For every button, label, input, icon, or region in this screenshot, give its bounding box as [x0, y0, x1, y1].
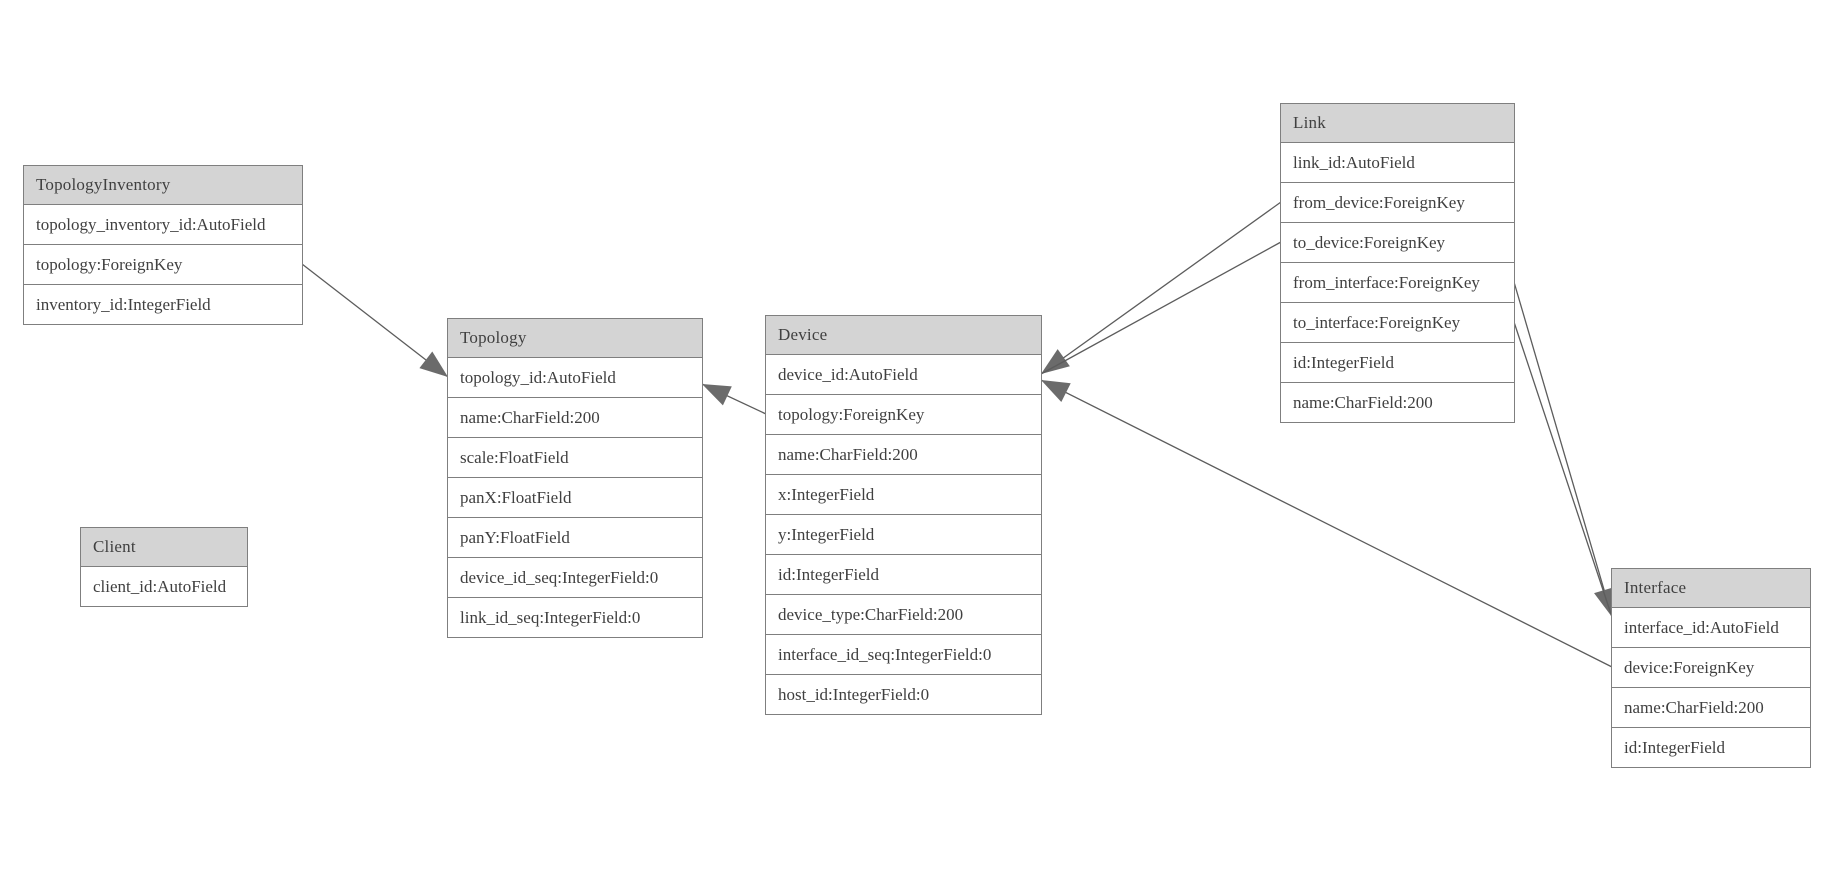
field-row-link-id: id:IntegerField: [1281, 342, 1514, 382]
relation-line-link-to_interface-to-interface: [1513, 321, 1613, 618]
field-row-topology_inventory_id: topology_inventory_id:AutoField: [24, 204, 302, 244]
entity-header-topologyinventory: TopologyInventory: [24, 166, 302, 204]
field-row-device_id_seq: device_id_seq:IntegerField:0: [448, 557, 702, 597]
field-row-link_id: link_id:AutoField: [1281, 142, 1514, 182]
entity-header-interface: Interface: [1612, 569, 1810, 607]
field-row-inventory_id: inventory_id:IntegerField: [24, 284, 302, 324]
field-row-interface-name: name:CharField:200: [1612, 687, 1810, 727]
relation-arrowhead-interface-device-to-device: [1041, 380, 1071, 402]
field-row-to_interface: to_interface:ForeignKey: [1281, 302, 1514, 342]
entity-header-topology: Topology: [448, 319, 702, 357]
field-row-device_type: device_type:CharField:200: [766, 594, 1041, 634]
entity-header-link: Link: [1281, 104, 1514, 142]
entity-table-client: Client client_id:AutoField: [80, 527, 248, 607]
field-row-client_id: client_id:AutoField: [81, 566, 247, 606]
field-row-interface-id: id:IntegerField: [1612, 727, 1810, 767]
field-row-interface-device: device:ForeignKey: [1612, 647, 1810, 687]
field-row-panx: panX:FloatField: [448, 477, 702, 517]
field-row-from_device: from_device:ForeignKey: [1281, 182, 1514, 222]
relation-line-link-from_device-to-device: [1040, 201, 1282, 375]
field-row-to_device: to_device:ForeignKey: [1281, 222, 1514, 262]
relation-line-link-to_device-to-device: [1040, 241, 1282, 375]
relation-arrowhead-link-from_device-to-device: [1041, 349, 1070, 374]
relation-line-link-from_interface-to-interface: [1513, 281, 1613, 618]
field-row-device-topology: topology:ForeignKey: [766, 394, 1041, 434]
relation-line-interface-device-to-device: [1040, 379, 1613, 668]
field-row-device-id: id:IntegerField: [766, 554, 1041, 594]
entity-header-device: Device: [766, 316, 1041, 354]
field-row-link-name: name:CharField:200: [1281, 382, 1514, 422]
field-row-device_id: device_id:AutoField: [766, 354, 1041, 394]
entity-table-topology: Topology topology_id:AutoField name:Char…: [447, 318, 703, 638]
entity-table-topologyinventory: TopologyInventory topology_inventory_id:…: [23, 165, 303, 325]
field-row-pany: panY:FloatField: [448, 517, 702, 557]
entity-header-client: Client: [81, 528, 247, 566]
entity-table-link: Link link_id:AutoField from_device:Forei…: [1280, 103, 1515, 423]
entity-table-interface: Interface interface_id:AutoField device:…: [1611, 568, 1811, 768]
field-row-y: y:IntegerField: [766, 514, 1041, 554]
field-row-from_interface: from_interface:ForeignKey: [1281, 262, 1514, 302]
relation-arrowhead-topologyinventory-topology-to-topology: [419, 351, 448, 377]
relation-line-topologyinventory-topology-to-topology: [301, 263, 449, 378]
field-row-interface_id: interface_id:AutoField: [1612, 607, 1810, 647]
field-row-topologyinventory-topology: topology:ForeignKey: [24, 244, 302, 284]
field-row-interface_id_seq: interface_id_seq:IntegerField:0: [766, 634, 1041, 674]
field-row-scale: scale:FloatField: [448, 437, 702, 477]
field-row-x: x:IntegerField: [766, 474, 1041, 514]
field-row-host_id: host_id:IntegerField:0: [766, 674, 1041, 714]
entity-table-device: Device device_id:AutoField topology:Fore…: [765, 315, 1042, 715]
field-row-link_id_seq: link_id_seq:IntegerField:0: [448, 597, 702, 637]
field-row-topology_id: topology_id:AutoField: [448, 357, 702, 397]
relation-arrowhead-device-topology-to-topology: [702, 384, 732, 406]
field-row-topology-name: name:CharField:200: [448, 397, 702, 437]
field-row-device-name: name:CharField:200: [766, 434, 1041, 474]
